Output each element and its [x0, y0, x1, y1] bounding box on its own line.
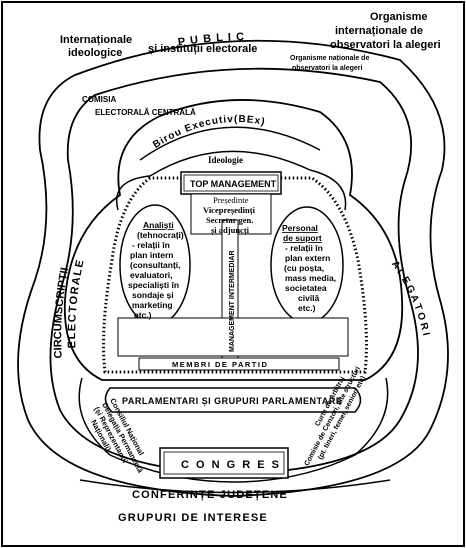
parliamentarians-label: PARLAMENTARI ȘI GRUPURI PARLAMENTARE: [122, 396, 342, 406]
support-staff-label: Personal de suport - relații în plan ext…: [282, 223, 338, 313]
leaders-label: Președinte Vicepreședinți Secretar gen. …: [203, 195, 257, 235]
outer-ring: [17, 39, 449, 497]
electoral-institutions-label: și instituții electorale: [148, 43, 257, 55]
international-observers-label: Organisme internaționale de observatori …: [330, 11, 441, 51]
interest-groups-label: GRUPURI DE INTERESE: [118, 512, 268, 524]
county-conferences-shape: [79, 479, 391, 494]
county-conferences-label: CONFERINȚE JUDEȚENE: [132, 489, 288, 501]
top-management-label: TOP MANAGEMENT: [190, 179, 277, 189]
congress-label: C O N G R E S: [181, 459, 281, 471]
national-observers-label: Organisme naționale de observatori la al…: [290, 55, 371, 72]
voters-label: A L E G A T O R I: [389, 259, 431, 337]
analysts-label: Analiști (tehnocrați) - relații în plan …: [128, 220, 186, 320]
parliamentarians-shape: [104, 387, 362, 413]
executive-bureau-label: Birou Executiv(BEx): [151, 114, 266, 151]
arbitration-label: Curte de Arbitraj Comisie de Cenzori, al…: [296, 360, 371, 472]
members-base: [117, 317, 349, 357]
congress-box: [159, 447, 289, 479]
members-bar: [138, 357, 340, 371]
middle-management-label: MANAGEMENT INTERMEDIAR: [229, 251, 236, 353]
cec-label: COMISIA ELECTORALĂ CENTRALĂ: [82, 95, 196, 117]
ideology-shape: [116, 150, 347, 211]
lower-structures-shape: [78, 377, 389, 483]
international-ideologies-label: Internaționale ideologice: [60, 34, 135, 59]
executive-bureau-shape: [139, 126, 321, 161]
ideology-label: Ideologie: [208, 155, 243, 165]
party-boundary: [63, 99, 404, 381]
dotted-pyramid: [102, 176, 368, 374]
members-label: MEMBRI DE PARTID: [172, 360, 268, 369]
inner-ring: [49, 67, 419, 475]
